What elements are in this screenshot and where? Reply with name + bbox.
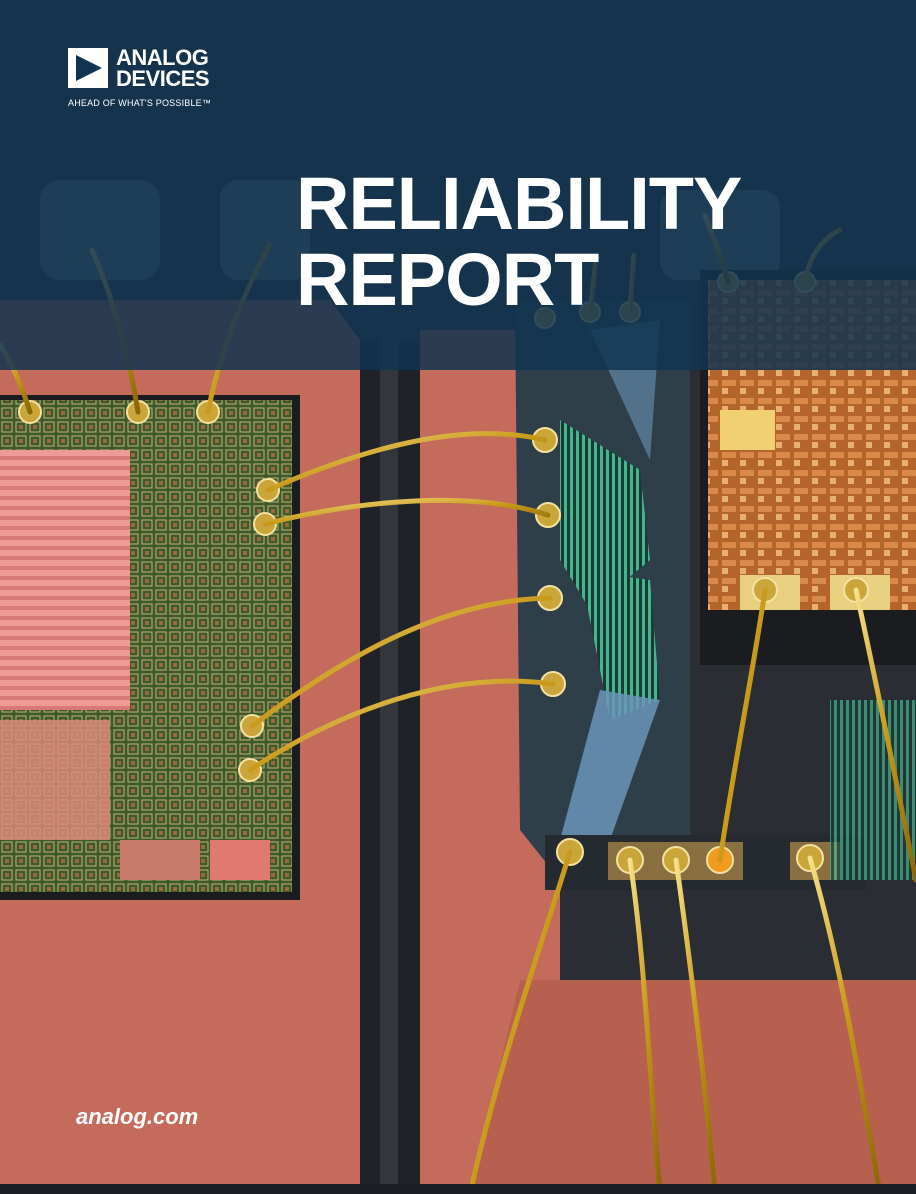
report-title-line2: REPORT [296,238,599,321]
analog-devices-logo: ANALOG DEVICES AHEAD OF WHAT'S POSSIBLE™ [68,45,268,118]
brand-tagline: AHEAD OF WHAT'S POSSIBLE™ [68,98,212,108]
header-band [0,0,916,370]
website-link[interactable]: analog.com [76,1104,199,1129]
logo-word-line1: ANALOG [116,45,209,70]
logo-triangle-icon [68,48,108,88]
report-title: RELIABILITY REPORT [296,162,742,321]
logo-word-line2: DEVICES [116,66,210,91]
bottom-strip [0,1184,916,1194]
logo-wordmark: ANALOG DEVICES [116,45,210,91]
report-title-line1: RELIABILITY [296,162,742,245]
